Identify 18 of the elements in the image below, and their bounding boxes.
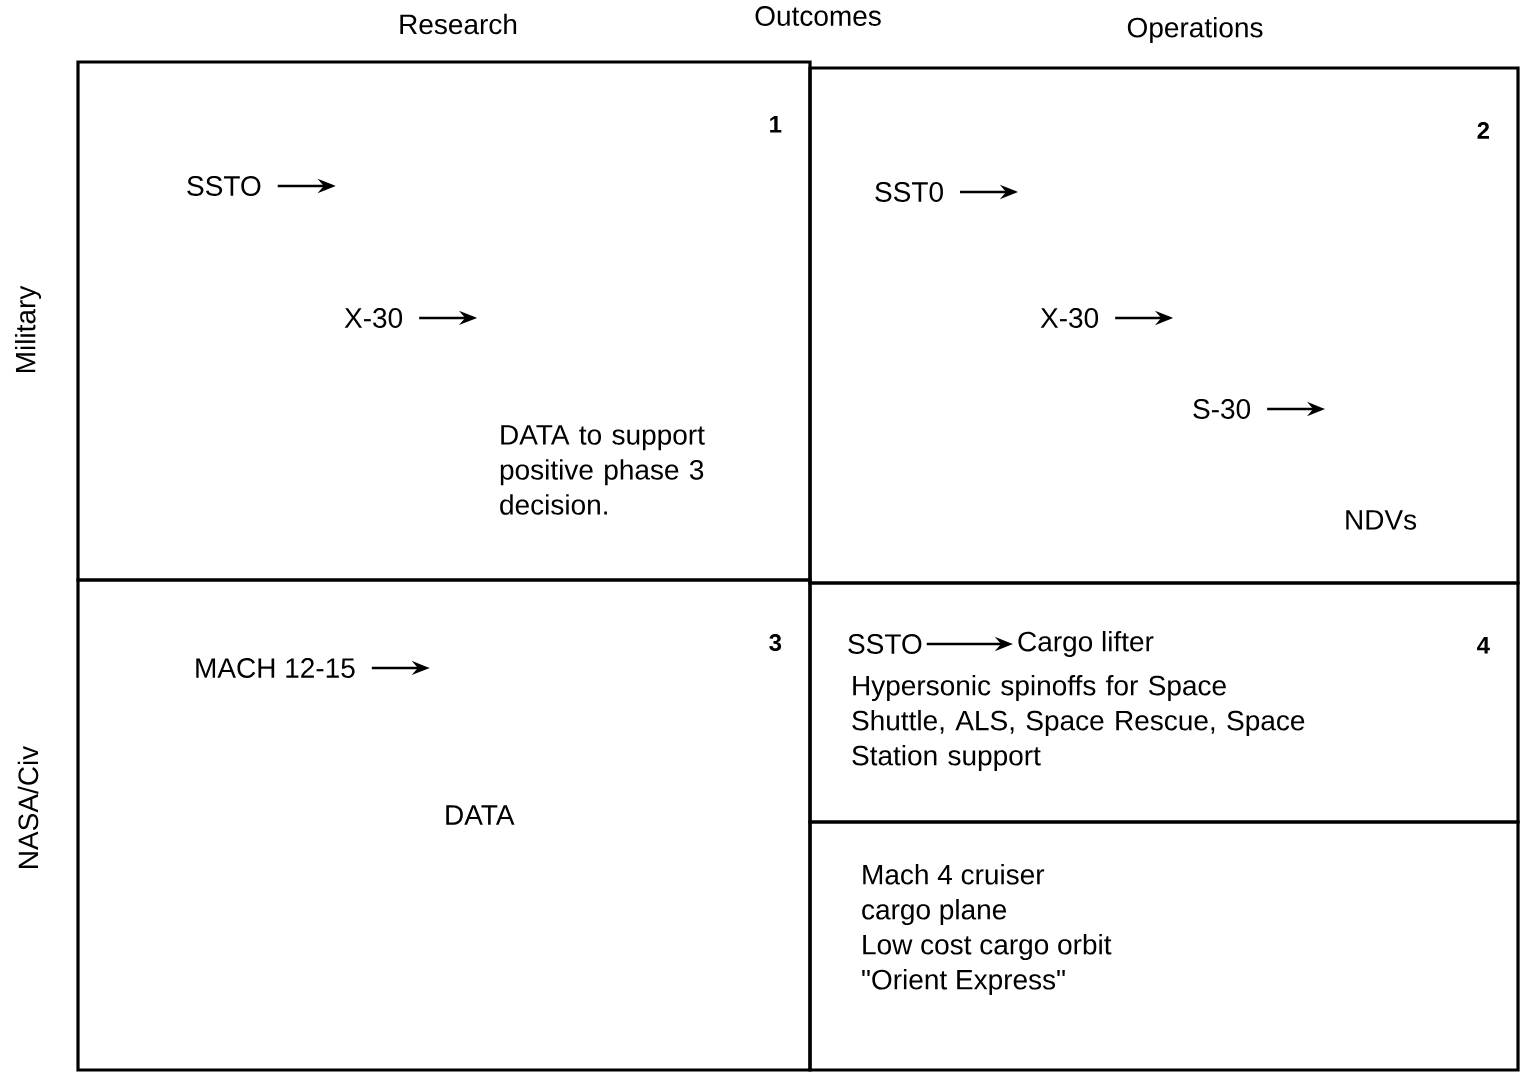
axis-label: Research <box>400 13 517 35</box>
item-text: DATA to support positive phase 3 decision. <box>500 425 705 515</box>
item-text: X-30 <box>344 308 403 328</box>
axis-label: Operations <box>1127 16 1263 44</box>
item-text: NDVs <box>1346 510 1417 530</box>
quadrant-cell: Mach 4 cruiser cargo plane Low cost cargo orbit "Orient Express" <box>808 820 1520 1072</box>
item-text: SSTO <box>848 634 922 654</box>
item-text: X-30 <box>1040 308 1099 328</box>
item-text: SSTO <box>187 176 261 196</box>
item-text: SST0 <box>875 182 943 202</box>
axis-label: Military <box>14 285 42 373</box>
item-text: MACH 12-15 <box>196 658 355 678</box>
item-text: Cargo lifter <box>1018 630 1154 658</box>
axis-label: Outcomes <box>755 6 881 26</box>
item-text: DATA <box>446 805 515 825</box>
item-text: Hypersonic spinoffs for Space Shuttle, ALS, Space Rescue, Space Station support <box>852 674 1305 772</box>
item-text: S-30 <box>1193 399 1251 419</box>
axis-label: NASA/Civ <box>17 745 39 868</box>
